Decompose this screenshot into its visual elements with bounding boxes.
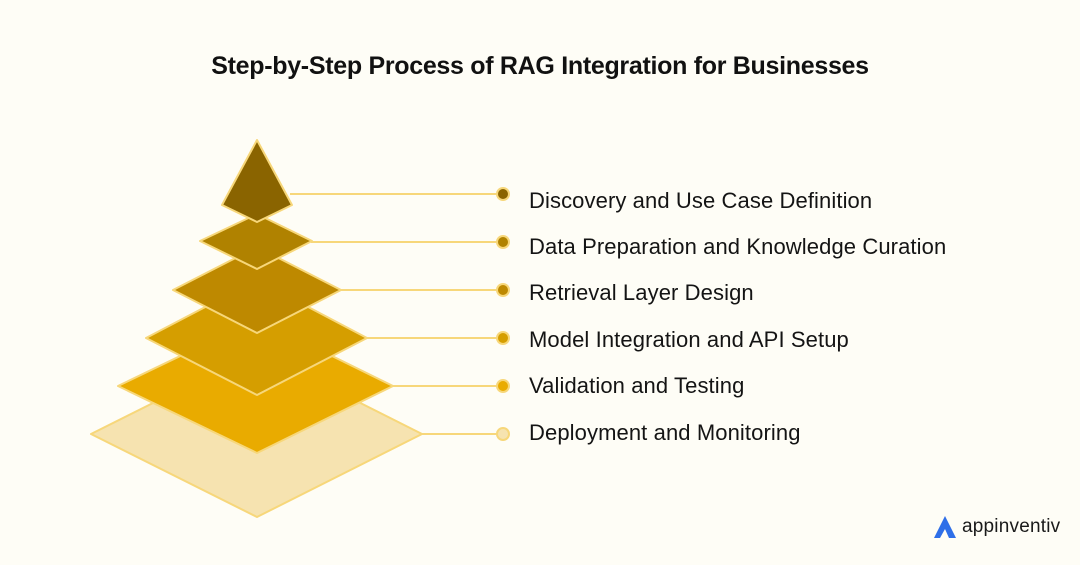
- step-label-retrieval: Retrieval Layer Design: [529, 280, 754, 305]
- connector-dot: [496, 283, 510, 297]
- appinventiv-logo: appinventiv: [932, 512, 1060, 542]
- step-label-validation: Validation and Testing: [529, 373, 745, 398]
- step-label-discovery: Discovery and Use Case Definition: [529, 188, 873, 213]
- pyramid-apex-discovery: [221, 139, 293, 223]
- step-label-model-integration: Model Integration and API Setup: [529, 327, 849, 352]
- connector-dot: [496, 235, 510, 249]
- step-label-data-preparation: Data Preparation and Knowledge Curation: [529, 234, 947, 259]
- connector-dot: [496, 427, 510, 441]
- logo-text: appinventiv: [962, 516, 1061, 537]
- connector-dot: [496, 187, 510, 201]
- connector-dot: [496, 331, 510, 345]
- step-label-deployment: Deployment and Monitoring: [529, 420, 801, 445]
- appinventiv-logo-icon: [934, 516, 956, 538]
- pyramid-layer-model-integration: [145, 279, 368, 396]
- connector-dot: [496, 379, 510, 393]
- page-title: Step-by-Step Process of RAG Integration …: [211, 52, 869, 80]
- pyramid-layer-retrieval: [172, 246, 342, 334]
- pyramid-layer-data-preparation: [199, 213, 313, 270]
